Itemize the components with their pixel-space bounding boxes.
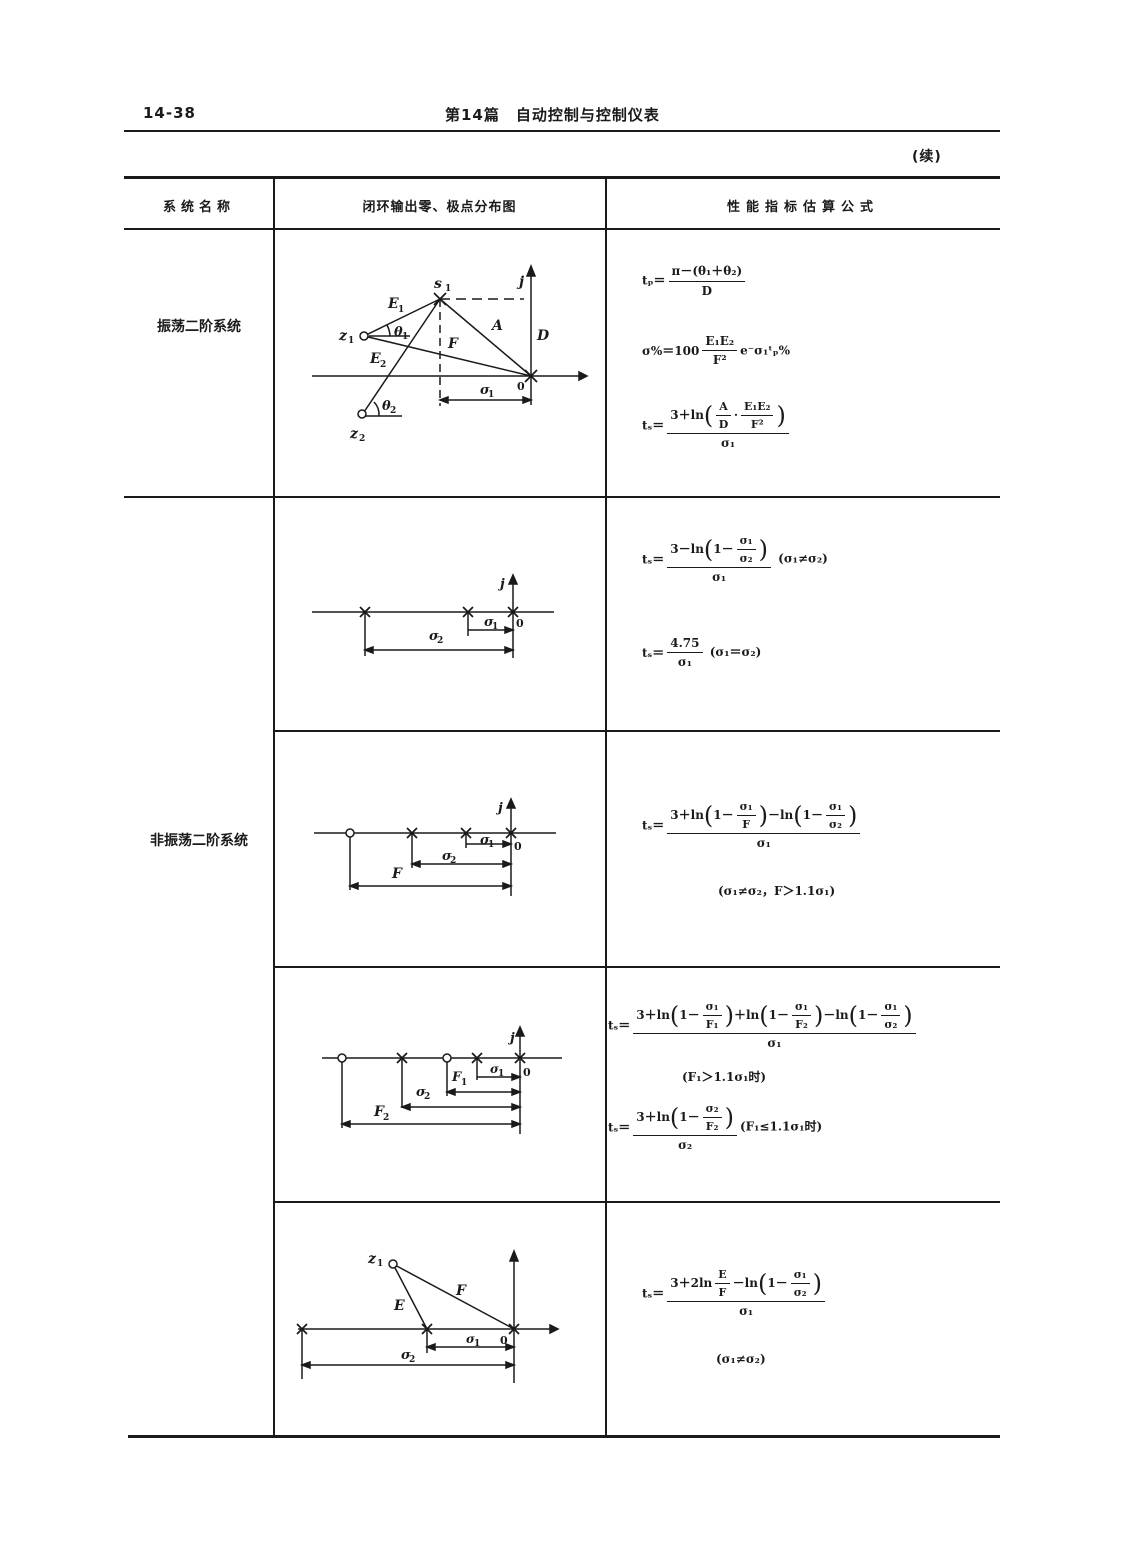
- label-j: j: [497, 577, 505, 592]
- label-sigma1: σ: [484, 615, 494, 630]
- label-F1: F: [451, 1070, 462, 1085]
- svg-text:1: 1: [445, 284, 451, 294]
- column-divider: [605, 178, 607, 1436]
- label-sigma1: σ: [490, 1062, 499, 1076]
- label-F: F: [391, 866, 403, 882]
- label-sigma2: σ: [401, 1348, 411, 1363]
- pole-zero-diagram-oscillating: s 1 j E 1 z 1 θ 1 E 2 F A D 0 σ 1 θ 2 z …: [312, 263, 589, 444]
- label-j: j: [495, 801, 503, 816]
- svg-text:1: 1: [377, 1259, 383, 1269]
- column-divider: [273, 178, 275, 1436]
- system-name-oscillating: 振荡二阶系统: [157, 319, 241, 335]
- label-s1: s: [434, 276, 442, 292]
- column-header-formula: 性能指标估算公式: [726, 200, 879, 215]
- label-E: E: [393, 1298, 405, 1314]
- column-header-system: 系统名称: [162, 200, 235, 215]
- label-j: j: [507, 1031, 515, 1046]
- page-number: 14-38: [143, 104, 196, 122]
- svg-text:1: 1: [461, 1078, 467, 1088]
- svg-text:1: 1: [492, 622, 498, 632]
- formula-condition-complex-zero: (σ₁≠σ₂): [716, 1352, 766, 1366]
- column-header-diagram: 闭环输出零、极点分布图: [362, 200, 517, 215]
- svg-text:2: 2: [383, 1113, 389, 1123]
- label-theta1: θ: [394, 325, 403, 340]
- label-j: j: [516, 274, 524, 290]
- label-origin: 0: [523, 1066, 531, 1079]
- svg-text:2: 2: [424, 1092, 430, 1102]
- label-A: A: [490, 318, 503, 334]
- label-z1: z: [338, 328, 348, 344]
- svg-text:1: 1: [398, 305, 404, 315]
- svg-text:1: 1: [488, 840, 494, 850]
- svg-text:1: 1: [348, 336, 354, 346]
- label-theta2: θ: [382, 399, 391, 414]
- label-sigma1: σ: [480, 833, 490, 848]
- label-F2: F: [373, 1104, 385, 1120]
- row-divider: [274, 730, 1000, 732]
- system-name-non-oscillating: 非振荡二阶系统: [150, 833, 248, 849]
- label-D: D: [536, 328, 550, 344]
- svg-text:2: 2: [450, 856, 456, 866]
- svg-text:2: 2: [409, 1355, 415, 1365]
- pole-zero-diagram-two-real-poles: j 0 σ 1 σ 2: [312, 573, 554, 658]
- pole-zero-diagram-two-zeros-two-poles: j 0 σ 1 F 1 σ 2 F 2: [322, 1025, 562, 1134]
- row-divider: [124, 496, 1000, 498]
- row-divider: [274, 1201, 1000, 1203]
- label-origin: 0: [500, 1334, 508, 1347]
- label-origin: 0: [517, 380, 525, 393]
- pole-zero-diagram-zero-and-two-poles: j 0 σ 1 σ 2 F: [314, 797, 556, 896]
- svg-text:1: 1: [402, 332, 408, 342]
- row-divider: [274, 966, 1000, 968]
- label-origin: 0: [514, 840, 522, 853]
- label-origin: 0: [516, 617, 524, 630]
- svg-text:2: 2: [437, 636, 443, 646]
- label-z2: z: [349, 426, 359, 442]
- label-F: F: [455, 1283, 467, 1299]
- svg-text:1: 1: [474, 1339, 480, 1349]
- svg-text:1: 1: [498, 1069, 504, 1079]
- formula-condition-f1-greater: (F₁＞1.1σ₁时): [682, 1070, 767, 1084]
- svg-text:1: 1: [488, 390, 494, 400]
- svg-text:2: 2: [380, 360, 386, 370]
- label-sigma2: σ: [429, 629, 439, 644]
- table-top-rule: [124, 176, 1000, 179]
- label-z1: z: [367, 1251, 377, 1267]
- continued-label: (续): [912, 149, 942, 165]
- header-rule: [124, 130, 1000, 132]
- label-sigma1: σ: [466, 1332, 475, 1346]
- label-E1: E: [387, 296, 399, 312]
- label-sigma1: σ: [480, 383, 490, 398]
- label-E2: E: [369, 351, 381, 367]
- formula-peak-time: tₚ＝π－(θ₁＋θ₂)D: [642, 262, 748, 298]
- section-title: 第14篇 自动控制与控制仪表: [445, 106, 660, 124]
- pole-zero-diagram-complex-zero: z 1 F E 0 σ 1 σ 2: [296, 1248, 560, 1383]
- table-bottom-rule: [128, 1435, 1000, 1438]
- table-header-rule: [124, 228, 1000, 230]
- formula-condition-one-zero: (σ₁≠σ₂，F＞1.1σ₁): [718, 884, 836, 898]
- label-sigma2: σ: [442, 849, 452, 864]
- label-sigma2: σ: [416, 1085, 426, 1100]
- label-F: F: [447, 336, 459, 352]
- svg-text:2: 2: [390, 406, 396, 416]
- svg-text:2: 2: [359, 434, 365, 444]
